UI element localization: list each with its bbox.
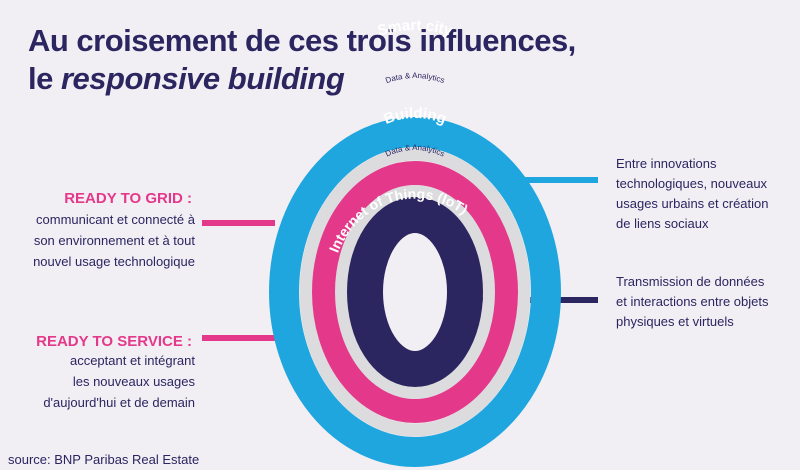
ring-inner	[347, 197, 483, 387]
ring-outer	[269, 117, 561, 467]
ready-to-service-heading: READY TO SERVICE :	[36, 333, 192, 350]
ready-to-service-line: d'aujourd'hui et de demain	[43, 395, 195, 410]
title-line-2: le responsive building	[28, 60, 576, 98]
smartcity-line: Entre innovations	[616, 156, 717, 171]
ring-sep1-label: Data & Analytics	[384, 71, 446, 85]
smartcity-description: Entre innovations technologiques, nouvea…	[616, 154, 768, 234]
title-line-1: Au croisement de ces trois influences,	[28, 23, 576, 58]
ring-middle	[312, 161, 518, 423]
ready-to-grid-text: communicant et connecté à son environnem…	[33, 209, 195, 272]
iot-line: et interactions entre objets	[616, 294, 769, 309]
iot-description: Transmission de données et interactions …	[616, 272, 768, 332]
smartcity-line: technologiques, nouveaux	[616, 176, 768, 191]
ready-to-grid-line: communicant et connecté à	[36, 212, 195, 227]
ring-middle-label: Building	[381, 105, 448, 128]
source-credit: source: BNP Paribas Real Estate	[8, 452, 200, 467]
title-line-2-prefix: le	[28, 61, 61, 96]
ready-to-grid-heading: READY TO GRID :	[64, 190, 192, 207]
smartcity-line: de liens sociaux	[616, 216, 709, 231]
ready-to-grid-line: son environnement et à tout	[33, 233, 195, 248]
ring-sep2	[335, 185, 495, 399]
page-title: Au croisement de ces trois influences, l…	[28, 22, 576, 98]
ready-to-service-line: les nouveaux usages	[72, 374, 195, 389]
ready-to-grid-line: nouvel usage technologique	[33, 254, 195, 269]
iot-line: Transmission de données	[616, 274, 765, 289]
ready-to-service-line: acceptant et intégrant	[69, 353, 195, 368]
ring-outer-label: Smart city	[376, 17, 455, 40]
ring-sep1	[299, 147, 531, 437]
ready-to-service-text: acceptant et intégrant les nouveaux usag…	[43, 350, 195, 413]
smartcity-line: usages urbains et création	[616, 196, 769, 211]
title-line-2-emphasis: responsive building	[60, 61, 345, 96]
iot-line: physiques et virtuels	[616, 314, 734, 329]
